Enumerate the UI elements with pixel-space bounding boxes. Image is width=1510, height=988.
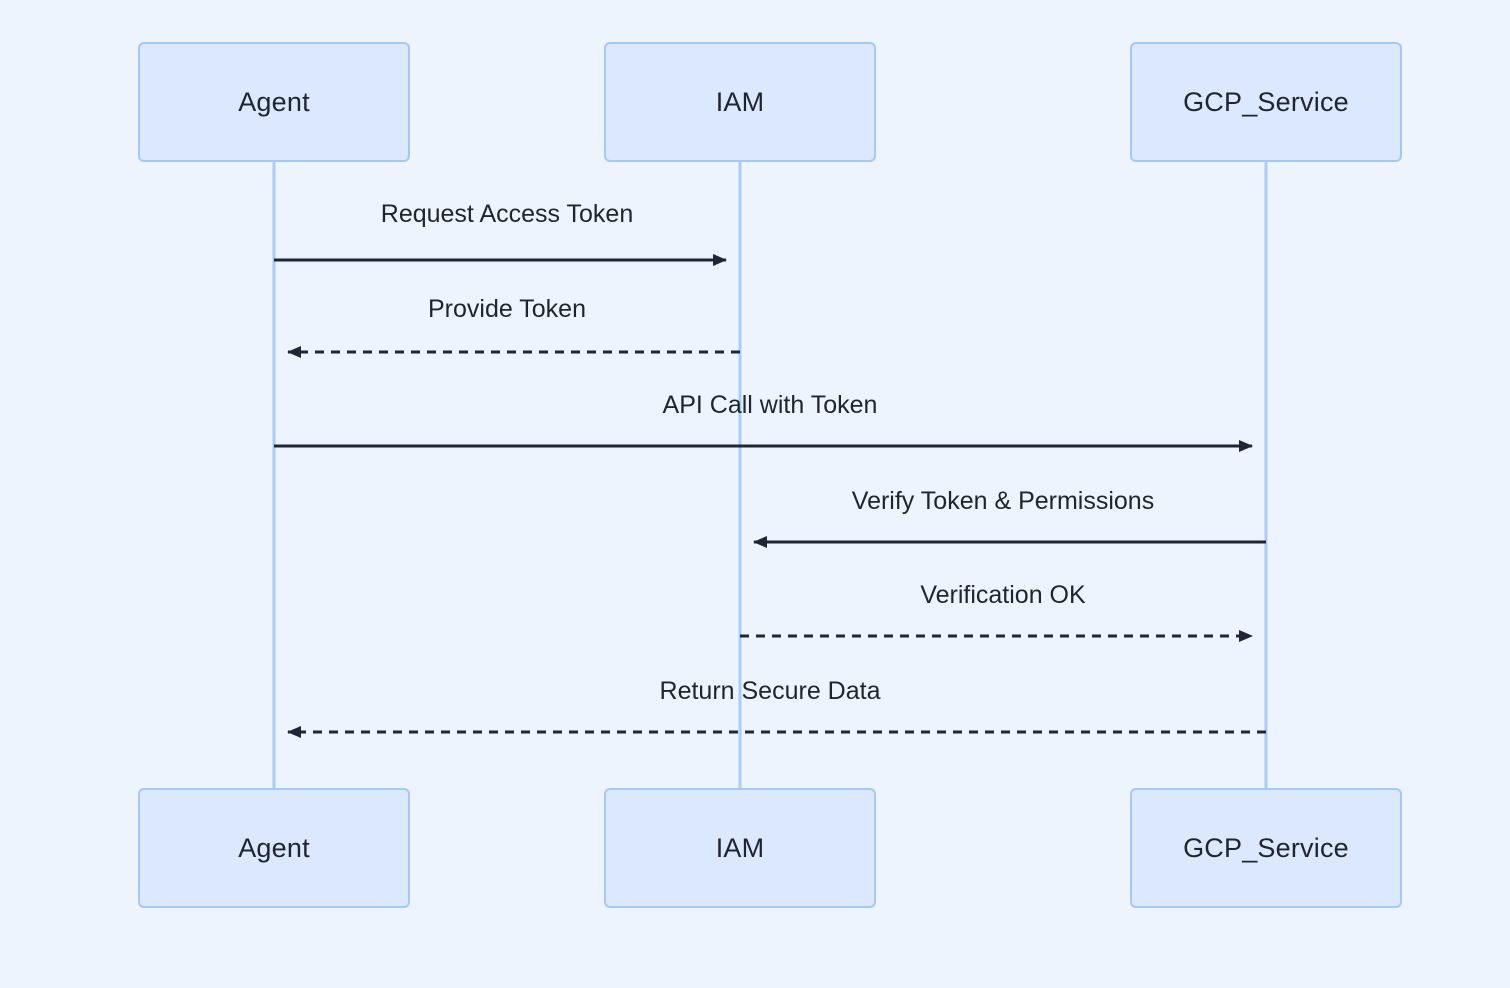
message-label-6: Return Secure Data [659, 677, 881, 705]
participant-box-gcp_service-bottom[interactable]: GCP_Service [1130, 788, 1402, 908]
participant-box-iam-bottom[interactable]: IAM [604, 788, 876, 908]
messages-group [274, 254, 1266, 738]
message-label-2: Provide Token [428, 295, 586, 323]
participant-box-gcp_service-top[interactable]: GCP_Service [1130, 42, 1402, 162]
participant-label-agent-bottom: Agent [238, 832, 310, 863]
message-label-3: API Call with Token [662, 391, 878, 419]
lifelines-group [272, 162, 1268, 790]
message-label-5: Verification OK [920, 581, 1086, 609]
participant-label-gcp_service-bottom: GCP_Service [1183, 832, 1349, 863]
participant-label-iam-top: IAM [715, 86, 765, 117]
message-label-1: Request Access Token [380, 200, 634, 228]
participant-box-agent-bottom[interactable]: Agent [138, 788, 410, 908]
participant-box-agent-top[interactable]: Agent [138, 42, 410, 162]
participant-label-gcp_service-top: GCP_Service [1183, 86, 1349, 117]
participant-label-agent-top: Agent [238, 86, 310, 117]
message-label-4: Verify Token & Permissions [851, 487, 1155, 515]
participant-label-iam-bottom: IAM [715, 832, 765, 863]
participant-box-iam-top[interactable]: IAM [604, 42, 876, 162]
